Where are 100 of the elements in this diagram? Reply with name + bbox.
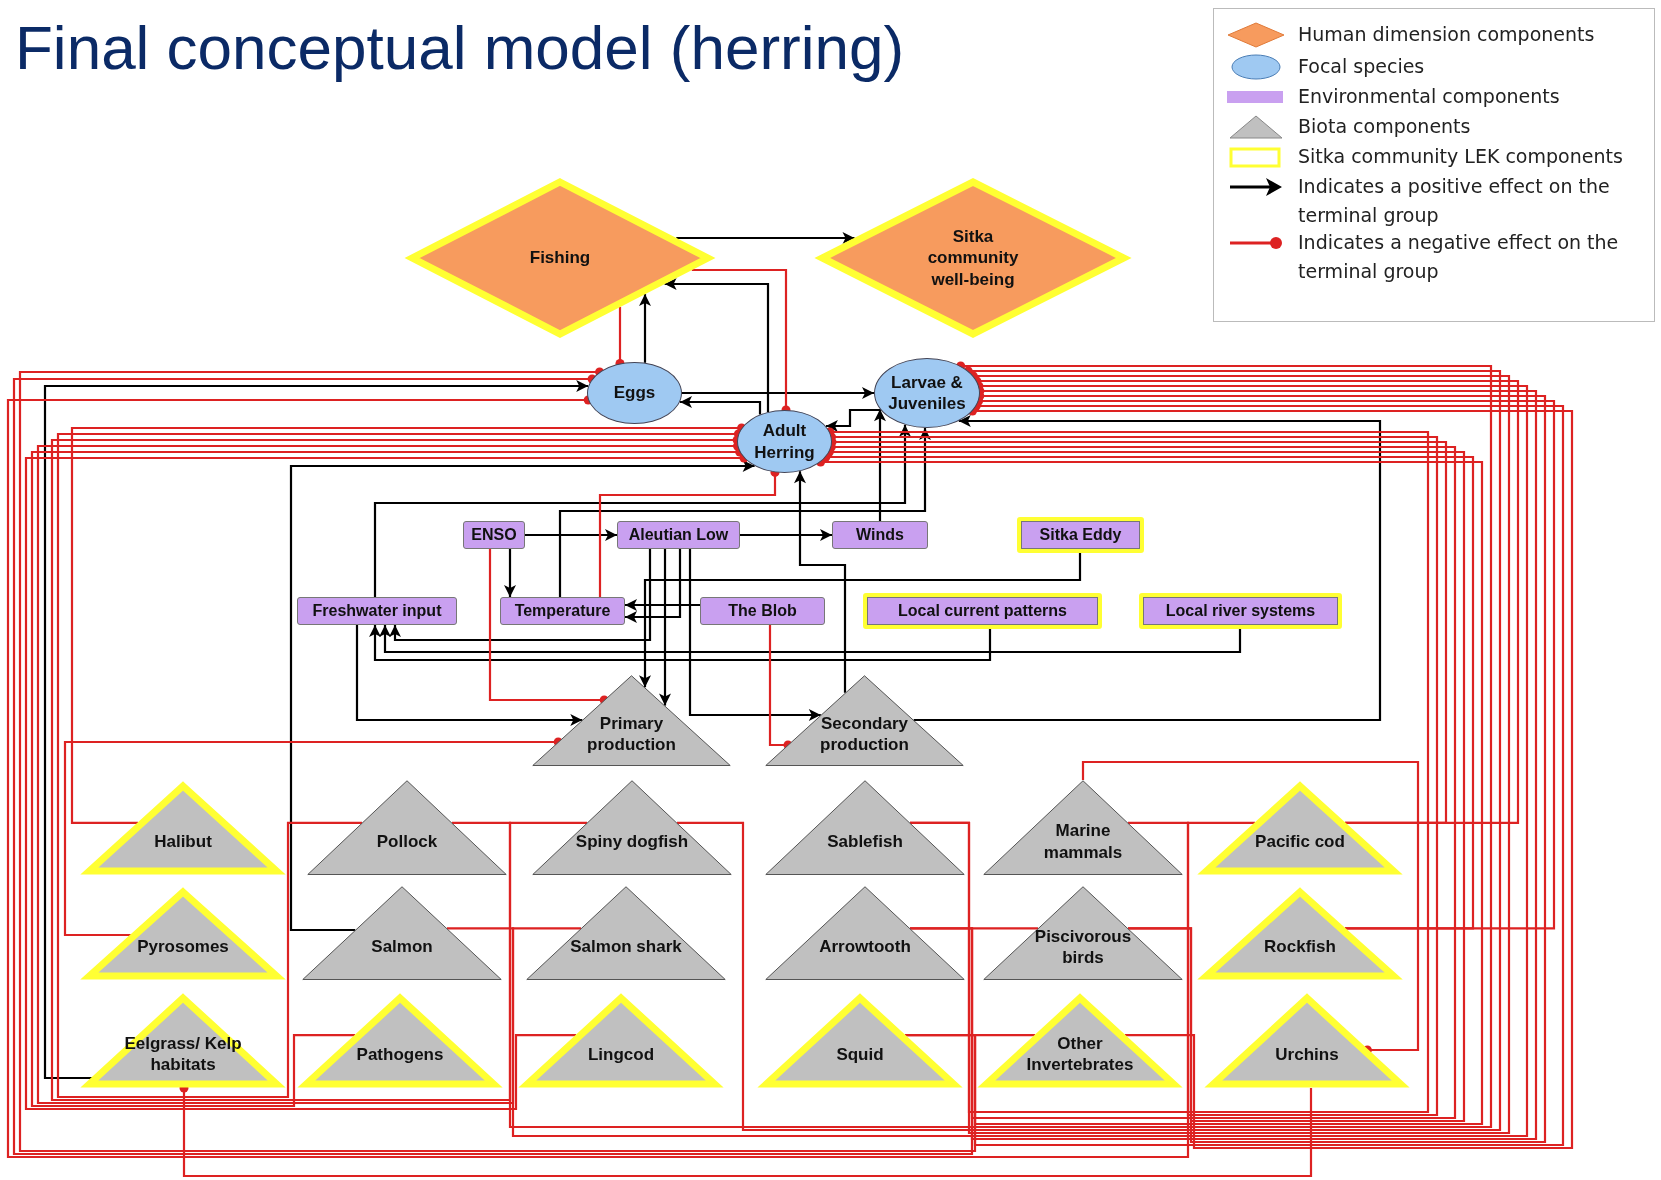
- environment-box: [1139, 593, 1342, 629]
- biota-triangle: [83, 992, 283, 1088]
- node-label: Freshwater input: [312, 601, 442, 621]
- arrow: [379, 625, 1242, 654]
- node-label: Secondary production: [819, 712, 910, 756]
- node-label: Squid: [836, 1043, 884, 1065]
- arrow: [664, 278, 770, 412]
- node-label: Salmon: [371, 936, 433, 958]
- arrow: [688, 549, 821, 721]
- node-label: Primary production: [586, 712, 677, 756]
- node-label: Halibut: [154, 830, 212, 853]
- arrow: [680, 396, 762, 415]
- node-label: Aleutian Low: [628, 525, 729, 545]
- biota-triangle: [521, 992, 721, 1088]
- dot-ended-connector: [70, 423, 747, 824]
- node-label: Pathogens: [356, 1043, 444, 1065]
- node-label: Sitka community well-being: [926, 226, 1020, 290]
- biota-triangle: [526, 886, 726, 980]
- node-label: Winds: [856, 525, 904, 545]
- node-label: Fishing: [529, 247, 591, 269]
- human-dimension-diamond: [405, 178, 715, 338]
- biota-triangle: [765, 886, 965, 980]
- node-label: ENSO: [471, 525, 517, 545]
- dot-ended-connector: [768, 625, 793, 750]
- arrow: [525, 529, 617, 541]
- arrow: [625, 549, 682, 623]
- dot-ended-connector: [488, 549, 609, 705]
- legend-label: Focal species: [1298, 54, 1426, 79]
- node-label: Urchins: [1275, 1043, 1339, 1065]
- environment-box: [617, 521, 740, 549]
- node-label: Other Invertebrates: [1025, 1033, 1135, 1076]
- dot-ended-connector: [677, 366, 1502, 1132]
- arrow: [874, 409, 886, 521]
- dot-ended-connector: [1081, 760, 1420, 1055]
- arrow: [289, 460, 755, 932]
- biota-triangle: [83, 780, 283, 875]
- legend-label: Indicates a negative effect on the terminal group: [1298, 230, 1620, 284]
- legend-label: Environmental components: [1298, 84, 1561, 109]
- biota-triangle: [532, 780, 732, 875]
- environment-box: [500, 597, 625, 625]
- biota-triangle: [765, 780, 965, 875]
- node-label: Salmon shark: [570, 936, 682, 958]
- environment-box: [863, 593, 1102, 629]
- arrow: [43, 380, 589, 1080]
- arrow: [558, 428, 931, 597]
- human-dimension-diamond: [815, 178, 1131, 338]
- legend-label: Human dimension components: [1298, 22, 1596, 47]
- focal-species-ellipse: [874, 358, 980, 428]
- node-label: Adult Herring: [753, 420, 816, 463]
- biota-triangle: [307, 780, 507, 875]
- biota-triangle: [83, 886, 283, 980]
- arrow: [389, 549, 652, 642]
- node-label: Sitka Eddy: [1039, 525, 1122, 545]
- arrow: [373, 424, 911, 597]
- arrow: [639, 294, 651, 363]
- arrow: [504, 549, 516, 597]
- arrow: [794, 471, 847, 693]
- node-label: Local current patterns: [898, 601, 1067, 621]
- biota-triangle: [1200, 780, 1400, 875]
- node-label: Lingcod: [587, 1043, 655, 1065]
- node-label: Local river systems: [1165, 601, 1316, 621]
- legend-label: Indicates a positive effect on the terminal group: [1298, 174, 1611, 228]
- node-label: The Blob: [728, 601, 797, 621]
- biota-triangle: [1207, 992, 1407, 1088]
- biota-triangle: [760, 992, 960, 1088]
- node-label: Rockfish: [1264, 936, 1336, 958]
- biota-triangle: [1200, 886, 1400, 980]
- node-label: Marine mammals: [1042, 820, 1124, 863]
- dot-ended-connector: [972, 376, 1520, 824]
- arrow: [639, 553, 1082, 688]
- dot-ended-connector: [821, 452, 1475, 930]
- legend-label: Sitka community LEK components: [1298, 144, 1624, 169]
- arrow: [659, 549, 671, 706]
- arrow: [740, 529, 832, 541]
- biota-triangle: [532, 675, 731, 766]
- biota-triangle: [765, 675, 964, 766]
- arrow: [355, 625, 583, 726]
- node-label: Temperature: [514, 601, 611, 621]
- biota-triangle: [980, 992, 1180, 1088]
- dot-ended-connector: [63, 737, 563, 937]
- arrow: [676, 232, 855, 244]
- environment-box: [700, 597, 825, 625]
- biota-triangle: [300, 992, 500, 1088]
- environment-box: [1017, 517, 1144, 553]
- arrow: [682, 387, 874, 399]
- node-label: Pyrosomes: [137, 936, 229, 958]
- dot-ended-connector: [6, 395, 1255, 1159]
- legend-label: Biota components: [1298, 114, 1472, 139]
- environment-box: [463, 521, 525, 549]
- environment-box: [832, 521, 928, 549]
- biota-triangle: [983, 886, 1183, 980]
- focal-species-ellipse: [737, 410, 832, 473]
- node-label: Arrowtooth: [819, 936, 911, 958]
- arrow: [913, 415, 1382, 722]
- arrow: [625, 599, 700, 611]
- node-label: Pollock: [376, 830, 438, 853]
- biota-triangle: [983, 780, 1183, 875]
- arrow: [825, 408, 881, 432]
- node-label: Pacific cod: [1255, 830, 1345, 853]
- arrow: [369, 625, 992, 662]
